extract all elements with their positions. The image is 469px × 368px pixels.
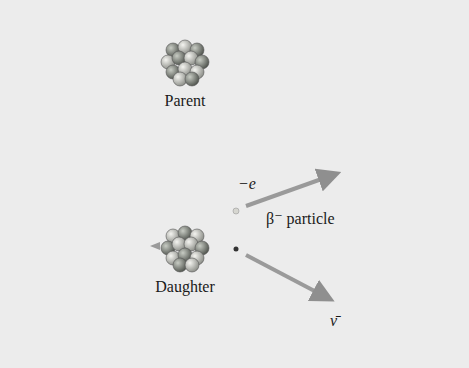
beta-particle-label: β⁻ particle [266, 210, 335, 228]
electron-arrow [246, 176, 330, 206]
antineutrino-arrow [246, 255, 324, 296]
antineutrino-dot [234, 247, 239, 252]
electron-label: −e [238, 175, 256, 193]
electron-dot [233, 208, 239, 214]
daughter-label: Daughter [155, 278, 215, 296]
recoil-arrowhead [150, 242, 160, 250]
parent-label: Parent [165, 92, 206, 110]
antineutrino-label: ν̄ [330, 312, 337, 330]
parent-nucleus [161, 40, 209, 86]
daughter-nucleus [161, 226, 209, 272]
